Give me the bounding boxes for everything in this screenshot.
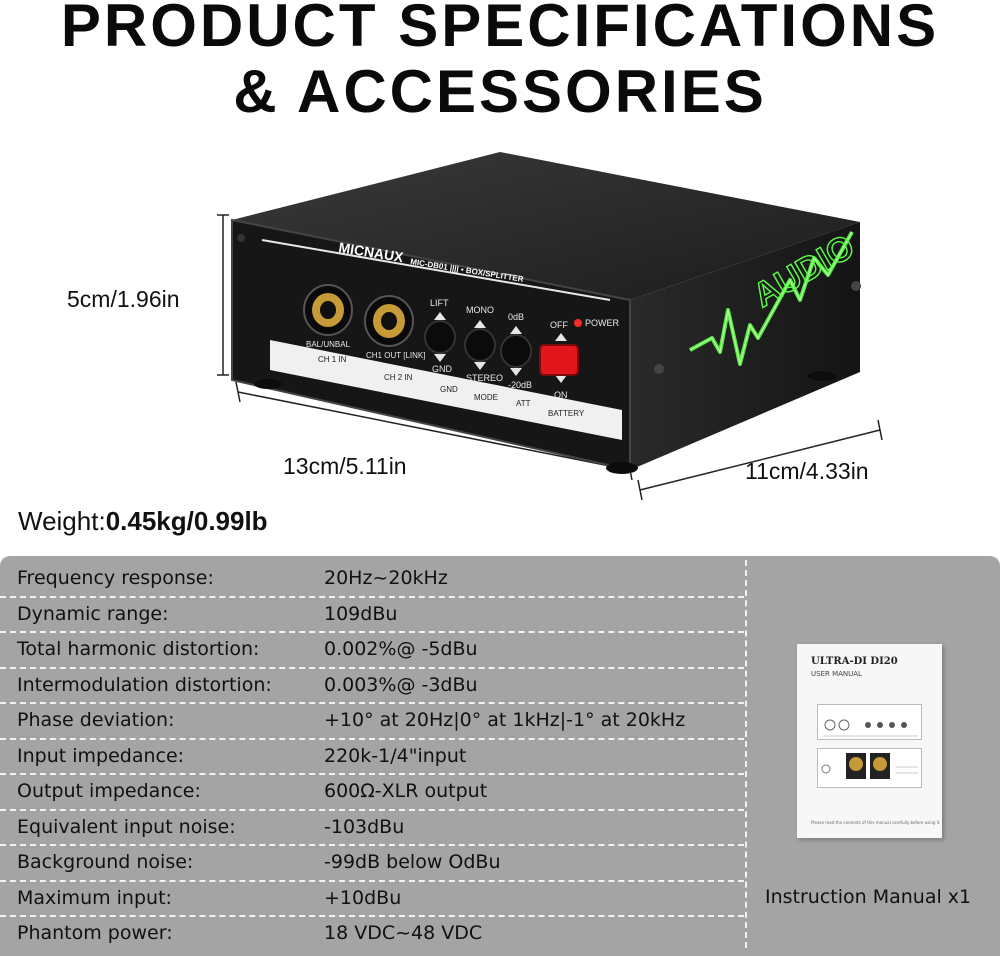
gnd-label: GND <box>440 385 458 394</box>
spec-value: 0.003%@ -3dBu <box>324 673 478 696</box>
spec-label: Frequency response: <box>17 567 214 589</box>
ch2-in-label: CH 2 IN <box>384 373 413 382</box>
jack2-label: CH1 OUT [LINK] <box>366 351 425 360</box>
spec-value: 600Ω-XLR output <box>324 780 488 802</box>
spec-value: +10° at 20Hz|0° at 1kHz|-1° at 20kHz <box>324 709 686 731</box>
spec-label: Equivalent input noise: <box>17 815 236 838</box>
spec-row: Dynamic range: 109dBu <box>0 598 744 633</box>
page-title: PRODUCT SPECIFICATIONS <box>60 0 940 59</box>
ch1-in-label: CH 1 IN <box>318 355 347 364</box>
spec-row: Background noise: -99dB below OdBu <box>0 846 744 882</box>
on-label: ON <box>554 390 568 400</box>
column-divider <box>745 560 747 948</box>
spec-value: -103dBu <box>324 815 405 838</box>
weight-line: Weight:0.45kg/0.99lb <box>18 506 268 537</box>
spec-row: Total harmonic distortion: 0.002%@ -5dBu <box>0 633 744 669</box>
power-label: POWER <box>585 318 620 328</box>
spec-label: Phase deviation: <box>17 709 175 731</box>
spec-row: Frequency response: 20Hz~20kHz <box>0 562 744 598</box>
spec-value: -99dB below OdBu <box>324 851 501 873</box>
manual-front-panel-icon <box>823 719 918 737</box>
spec-table: Frequency response: 20Hz~20kHz Dynamic ra… <box>0 562 744 953</box>
odb-label: 0dB <box>508 312 524 322</box>
spec-row: Maximum input: +10dBu <box>0 882 744 917</box>
depth-dimension: 11cm/4.33in <box>745 458 869 484</box>
m20db-label: -20dB <box>508 380 532 390</box>
manual-panel-diagram <box>817 704 922 740</box>
att-label: ATT <box>516 399 531 408</box>
off-label: OFF <box>550 320 568 330</box>
spec-label: Input impedance: <box>17 744 185 767</box>
gnd-switch-label: GND <box>432 364 453 374</box>
manual-jack-diagram <box>817 748 922 788</box>
manual-footnote: Please read the contents of this manual … <box>811 820 941 825</box>
spec-value: 0.002%@ -5dBu <box>324 638 478 660</box>
jack-ch2 <box>364 295 414 347</box>
mode-label: MODE <box>474 393 498 402</box>
spec-row: Phantom power: 18 VDC~48 VDC <box>0 917 744 953</box>
spec-label: Output impedance: <box>17 780 201 802</box>
page-subtitle: & ACCESSORIES <box>233 58 767 125</box>
stereo-label: STEREO <box>466 373 503 383</box>
manual-title: ULTRA-DI DI20 <box>811 656 898 667</box>
manual-subtitle: USER MANUAL <box>811 670 862 678</box>
weight-value: 0.45kg/0.99lb <box>105 506 268 536</box>
width-dimension: 13cm/5.11in <box>283 453 407 479</box>
di-box-image: MICNAUX MIC-DB01 |||| • BOX/SPLITTER AUD… <box>217 152 883 501</box>
spec-row: Output impedance: 600Ω-XLR output <box>0 775 744 811</box>
lift-label: LIFT <box>430 298 449 308</box>
spec-label: Intermodulation distortion: <box>17 673 272 696</box>
spec-label: Total harmonic distortion: <box>17 638 260 660</box>
spec-row: Equivalent input noise: -103dBu <box>0 811 744 846</box>
spec-value: 220k-1/4"input <box>324 744 467 767</box>
device-illustration: MICNAUX MIC-DB01 |||| • BOX/SPLITTER AUD… <box>0 140 1000 501</box>
spec-label: Background noise: <box>17 851 194 873</box>
spec-label: Dynamic range: <box>17 602 169 625</box>
spec-value: 20Hz~20kHz <box>324 567 448 589</box>
height-dimension: 5cm/1.96in <box>67 286 180 312</box>
mono-label: MONO <box>466 305 494 315</box>
battery-label: BATTERY <box>548 409 585 418</box>
spec-value: 18 VDC~48 VDC <box>324 922 483 944</box>
spec-value: +10dBu <box>324 886 402 909</box>
spec-row: Input impedance: 220k-1/4"input <box>0 740 744 775</box>
spec-label: Phantom power: <box>17 922 173 944</box>
spec-row: Phase deviation: +10° at 20Hz|0° at 1kHz|… <box>0 704 744 740</box>
spec-row: Intermodulation distortion: 0.003%@ -3dBu <box>0 669 744 704</box>
jack1-label: BAL/UNBAL <box>306 340 351 349</box>
weight-label: Weight: <box>18 506 106 536</box>
manual-caption: Instruction Manual x1 <box>765 886 972 908</box>
manual-thumbnail: ULTRA-DI DI20 USER MANUAL Please rea <box>797 644 942 838</box>
manual-jacks-icon <box>821 753 918 779</box>
spec-value: 109dBu <box>324 602 398 625</box>
spec-label: Maximum input: <box>17 886 172 909</box>
spec-panel: Frequency response: 20Hz~20kHz Dynamic ra… <box>0 556 1000 956</box>
jack-ch1 <box>303 284 353 336</box>
